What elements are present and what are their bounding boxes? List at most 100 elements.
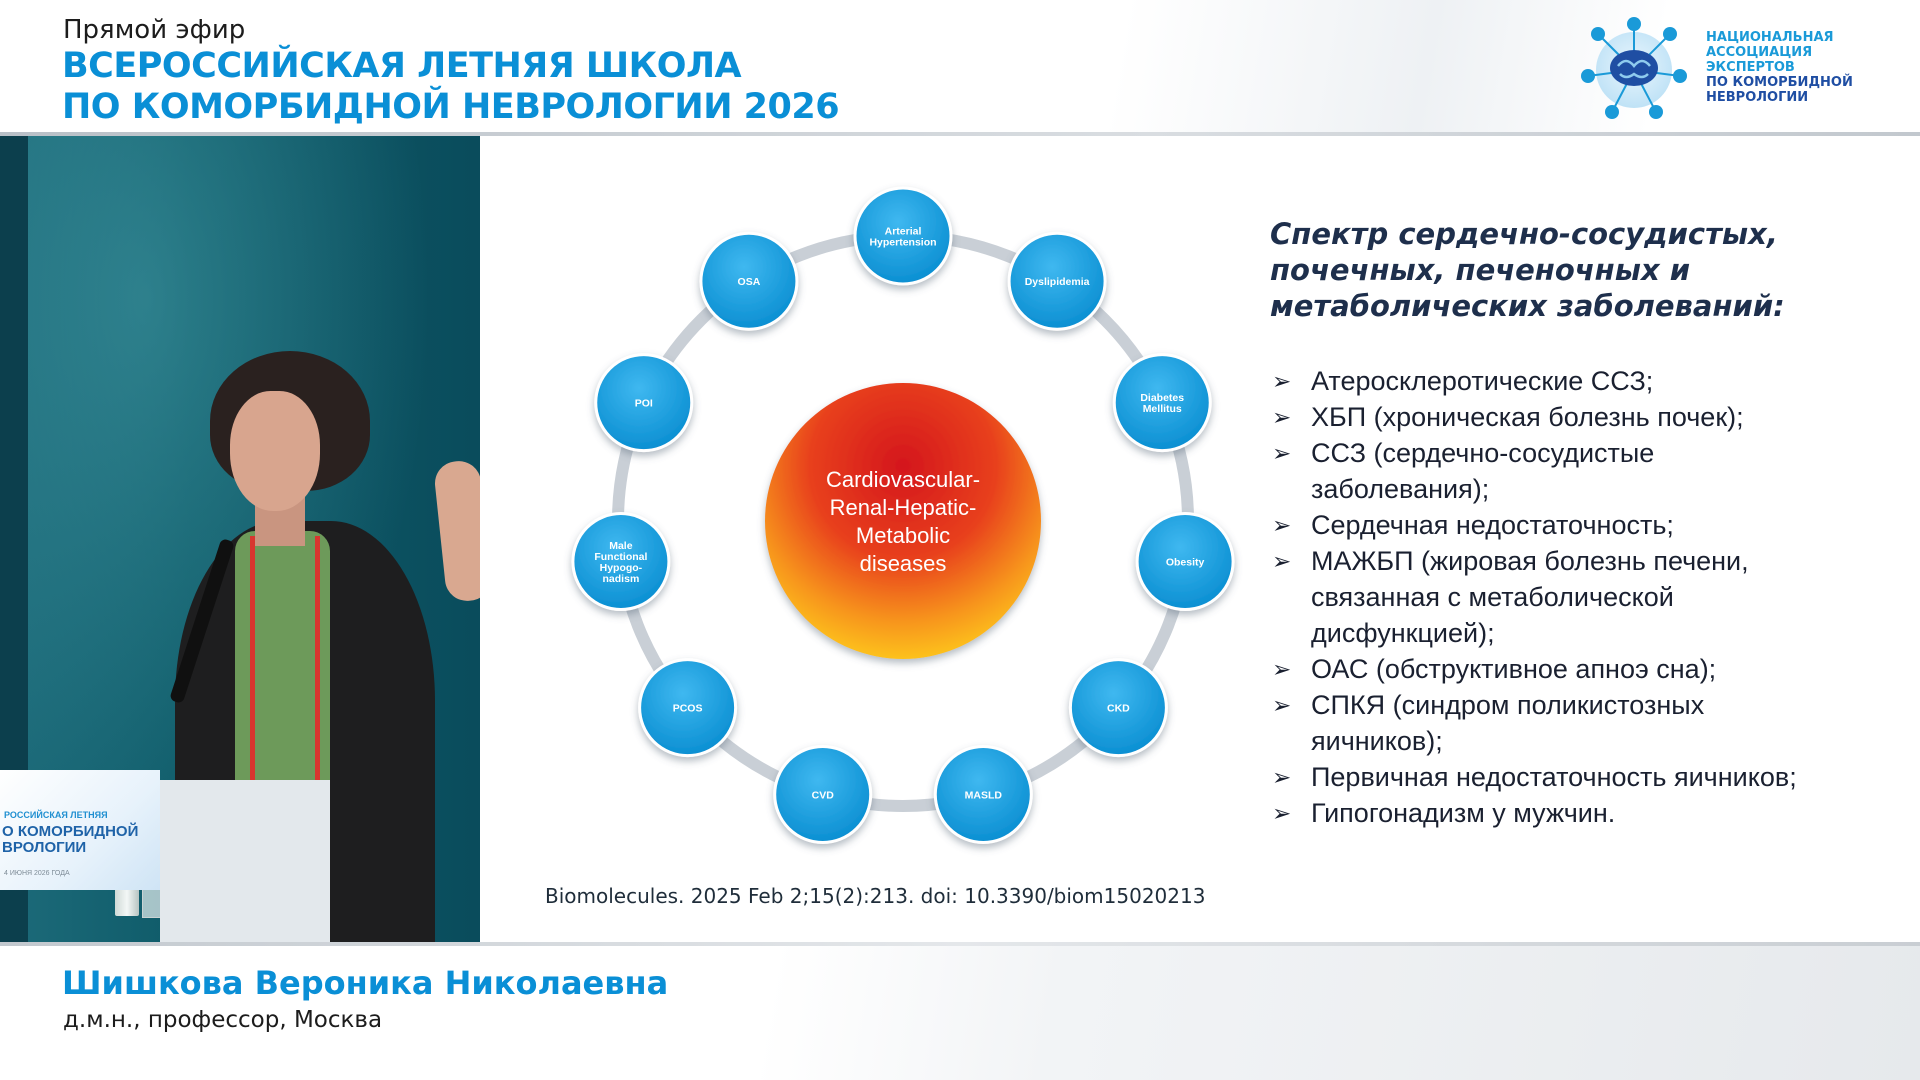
cycle-node: CVD [773, 744, 873, 844]
cycle-node-label: CVD [812, 789, 835, 801]
list-item-text: МАЖБП (жировая болезнь печени, [1311, 546, 1749, 576]
poster-line-2a: О КОМОРБИДНОЙ [2, 823, 139, 840]
center-label-line: Renal-Hepatic- [830, 495, 977, 520]
arrowhead-bullet-icon: ➢ [1272, 440, 1292, 466]
cycle-node-label: OSA [738, 276, 761, 288]
arrowhead-bullet-icon: ➢ [1272, 368, 1292, 394]
lower-third-divider [0, 942, 1920, 946]
list-item-text: Атеросклеротические ССЗ; [1311, 366, 1654, 396]
poster-line-2b: ВРОЛОГИИ [2, 839, 87, 856]
speaker-role: д.м.н., профессор, Москва [63, 1007, 383, 1033]
cycle-node-circle [638, 658, 738, 758]
list-item: ➢Гипогонадизм у мужчин. [1270, 795, 1870, 831]
spectrum-title-line-1: Спектр сердечно-сосудистых, [1270, 217, 1778, 251]
brain-network-logo-icon [1581, 17, 1687, 119]
arrowhead-bullet-icon: ➢ [1272, 404, 1292, 430]
cycle-node-circle [571, 512, 671, 612]
cycle-node-label: Diabetes [1140, 392, 1184, 404]
center-label-line: Metabolic [856, 523, 950, 548]
org-line-3: ЭКСПЕРТОВ [1706, 60, 1795, 75]
arrowhead-bullet-icon: ➢ [1272, 656, 1292, 682]
list-item-continuation: заболевания); [1311, 474, 1490, 504]
cycle-node-circle [1068, 658, 1168, 758]
podium-side [160, 780, 330, 945]
list-item-text: Первичная недостаточность яичников; [1311, 762, 1797, 792]
list-item: ➢ МАЖБП (жировая болезнь печени, связанная… [1270, 543, 1870, 651]
spectrum-title: Спектр сердечно-сосудистых, почечных, пе… [1270, 216, 1790, 324]
cycle-node-label: Hypogo- [600, 562, 643, 574]
cycle-node-label: PCOS [673, 703, 703, 715]
disease-list: ➢ Атеросклеротические ССЗ; ➢ХБП (хроничес… [1270, 363, 1870, 831]
list-item: ➢ ОАС (обструктивное апноэ сна); [1270, 651, 1870, 687]
lower-third [0, 944, 1920, 1080]
list-item-continuation: дисфункцией); [1311, 618, 1495, 648]
cycle-node-label: Obesity [1166, 557, 1205, 569]
list-item: ➢ СПКЯ (синдром поликистозных яичников); [1270, 687, 1870, 759]
event-title-line-1: ВСЕРОССИЙСКАЯ ЛЕТНЯЯ ШКОЛА [62, 46, 742, 86]
cycle-node: OSA [699, 231, 799, 331]
cycle-node-circle [699, 231, 799, 331]
center-label-line: diseases [860, 551, 947, 576]
cycle-node-circle [594, 353, 694, 453]
cycle-node-label: MASLD [965, 789, 1003, 801]
cycle-node-circle [933, 744, 1033, 844]
cycle-node: Obesity [1135, 512, 1235, 612]
cycle-node: PCOS [638, 658, 738, 758]
cycle-node-label: Hypertension [869, 237, 936, 249]
list-item-text: ОАС (обструктивное апноэ сна); [1311, 654, 1717, 684]
poster-date: 4 ИЮНЯ 2026 ГОДА [4, 870, 70, 877]
list-item: ➢ Сердечная недостаточность; [1270, 507, 1870, 543]
org-line-2: АССОЦИАЦИЯ [1706, 45, 1813, 60]
list-item-text: ССЗ (сердечно-сосудистые [1311, 438, 1655, 468]
org-line-4: ПО КОМОРБИДНОЙ [1706, 75, 1853, 90]
center-circle [765, 383, 1041, 659]
arrowhead-bullet-icon: ➢ [1272, 548, 1292, 574]
list-item-continuation: связанная с метаболической [1311, 582, 1674, 612]
list-item-continuation: яичников); [1311, 726, 1443, 756]
poster-line-1: РОССИЙСКАЯ ЛЕТНЯЯ [4, 810, 108, 820]
arrowhead-bullet-icon: ➢ [1272, 800, 1292, 826]
list-item: ➢ ССЗ (сердечно-сосудистые заболевания); [1270, 435, 1870, 507]
list-item-text: СПКЯ (синдром поликистозных [1311, 690, 1705, 720]
cycle-node: MASLD [933, 744, 1033, 844]
poster-line-2: О КОМОРБИДНОЙ ВРОЛОГИИ [2, 824, 138, 856]
header-divider [0, 132, 1920, 136]
cycle-node-label: Mellitus [1143, 403, 1182, 415]
arrowhead-bullet-icon: ➢ [1272, 512, 1292, 538]
cycle-node-circle [1112, 353, 1212, 453]
cycle-node-circle [1007, 231, 1107, 331]
cycle-node-label: Arterial [885, 226, 922, 238]
spectrum-title-line-3: метаболических заболеваний: [1270, 289, 1785, 323]
disease-cycle-diagram: ArterialHypertensionDyslipidemiaDiabetes… [571, 186, 1235, 844]
speaker-name: Шишкова Вероника Николаевна [62, 964, 669, 1002]
list-item: ➢ Первичная недостаточность яичников; [1270, 759, 1870, 795]
cycle-node-label: Male [609, 540, 633, 552]
cycle-node-label: Functional [594, 551, 647, 563]
cycle-node: Dyslipidemia [1007, 231, 1107, 331]
cycle-node-circle [853, 186, 953, 286]
organization-name: НАЦИОНАЛЬНАЯ АССОЦИАЦИЯ ЭКСПЕРТОВ ПО КОМ… [1706, 30, 1853, 105]
org-line-5: НЕВРОЛОГИИ [1706, 90, 1809, 105]
org-line-1: НАЦИОНАЛЬНАЯ [1706, 30, 1834, 45]
arrowhead-bullet-icon: ➢ [1272, 692, 1292, 718]
cycle-node: POI [594, 353, 694, 453]
cycle-node-label: nadism [603, 573, 640, 585]
cycle-node-circle [773, 744, 873, 844]
list-item: ➢ Атеросклеротические ССЗ; [1270, 363, 1870, 399]
cycle-node-label: CKD [1107, 703, 1130, 715]
arrowhead-bullet-icon: ➢ [1272, 764, 1292, 790]
cycle-node-circle [1135, 512, 1235, 612]
spectrum-title-line-2: почечных, печеночных и [1270, 253, 1691, 287]
podium-poster: РОССИЙСКАЯ ЛЕТНЯЯ О КОМОРБИДНОЙ ВРОЛОГИИ… [0, 770, 160, 890]
citation: Biomolecules. 2025 Feb 2;15(2):213. doi:… [545, 884, 1206, 908]
speaker-face [230, 391, 320, 511]
center-label-line: Cardiovascular- [826, 467, 980, 492]
list-item: ➢ХБП (хроническая болезнь почек); [1270, 399, 1870, 435]
badge-lanyard [250, 536, 320, 856]
list-item-text: Сердечная недостаточность; [1311, 510, 1674, 540]
cycle-node-label: Dyslipidemia [1025, 276, 1090, 288]
cycle-node-label: POI [635, 398, 653, 410]
